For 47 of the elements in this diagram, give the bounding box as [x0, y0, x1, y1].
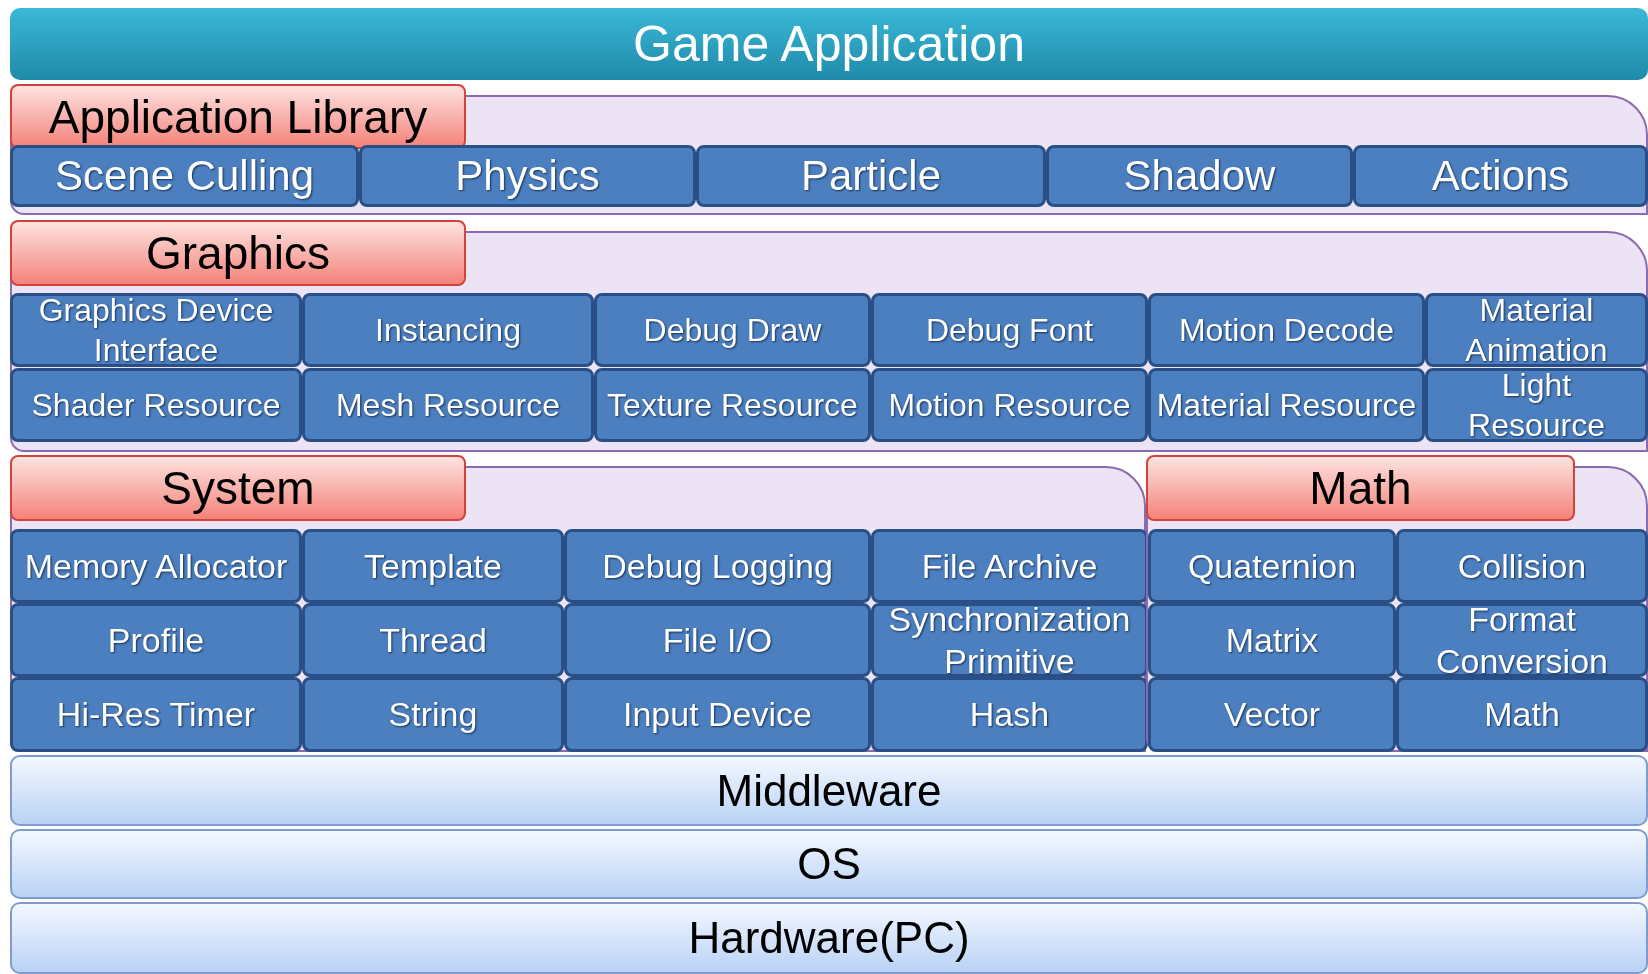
module-box: Light Resource: [1425, 368, 1648, 442]
module-box: Memory Allocator: [10, 529, 302, 603]
module-box: Shadow: [1046, 145, 1353, 207]
layer-heading: System: [10, 455, 466, 521]
module-box: Format Conversion: [1396, 603, 1648, 677]
platform-layer: Middleware: [10, 755, 1648, 826]
layer-panel: [10, 220, 1648, 452]
module-box: Mesh Resource: [302, 368, 594, 442]
module-box: Math: [1396, 677, 1648, 752]
module-box: Thread: [302, 603, 564, 677]
module-box: Shader Resource: [10, 368, 302, 442]
module-box: File Archive: [871, 529, 1148, 603]
module-box: Actions: [1353, 145, 1648, 207]
module-box: Particle: [696, 145, 1046, 207]
module-box: Material Animation: [1425, 293, 1648, 367]
module-box: Debug Font: [871, 293, 1148, 367]
layer-heading: Math: [1146, 455, 1575, 521]
module-box: Template: [302, 529, 564, 603]
module-box: Material Resource: [1148, 368, 1425, 442]
layer-heading: Graphics: [10, 220, 466, 286]
module-box: File I/O: [564, 603, 871, 677]
module-box: Debug Logging: [564, 529, 871, 603]
application-band: Game Application: [10, 8, 1648, 80]
module-box: Hash: [871, 677, 1148, 752]
module-box: Graphics Device Interface: [10, 293, 302, 367]
module-box: Hi-Res Timer: [10, 677, 302, 752]
module-box: Profile: [10, 603, 302, 677]
module-box: Input Device: [564, 677, 871, 752]
layer-panel: [10, 455, 1146, 752]
module-box: Scene Culling: [10, 145, 359, 207]
module-box: String: [302, 677, 564, 752]
layer-heading: Application Library: [10, 84, 466, 149]
module-box: Motion Resource: [871, 368, 1148, 442]
module-box: Instancing: [302, 293, 594, 367]
module-box: Motion Decode: [1148, 293, 1425, 367]
module-box: Synchronization Primitive: [871, 603, 1148, 677]
platform-layer: OS: [10, 829, 1648, 899]
module-box: Matrix: [1148, 603, 1396, 677]
module-box: Quaternion: [1148, 529, 1396, 603]
layer-panel: [10, 84, 1648, 215]
module-box: Texture Resource: [594, 368, 871, 442]
platform-layer: Hardware(PC): [10, 902, 1648, 974]
module-box: Collision: [1396, 529, 1648, 603]
module-box: Physics: [359, 145, 696, 207]
layer-panel: [1146, 455, 1648, 752]
module-box: Debug Draw: [594, 293, 871, 367]
module-box: Vector: [1148, 677, 1396, 752]
